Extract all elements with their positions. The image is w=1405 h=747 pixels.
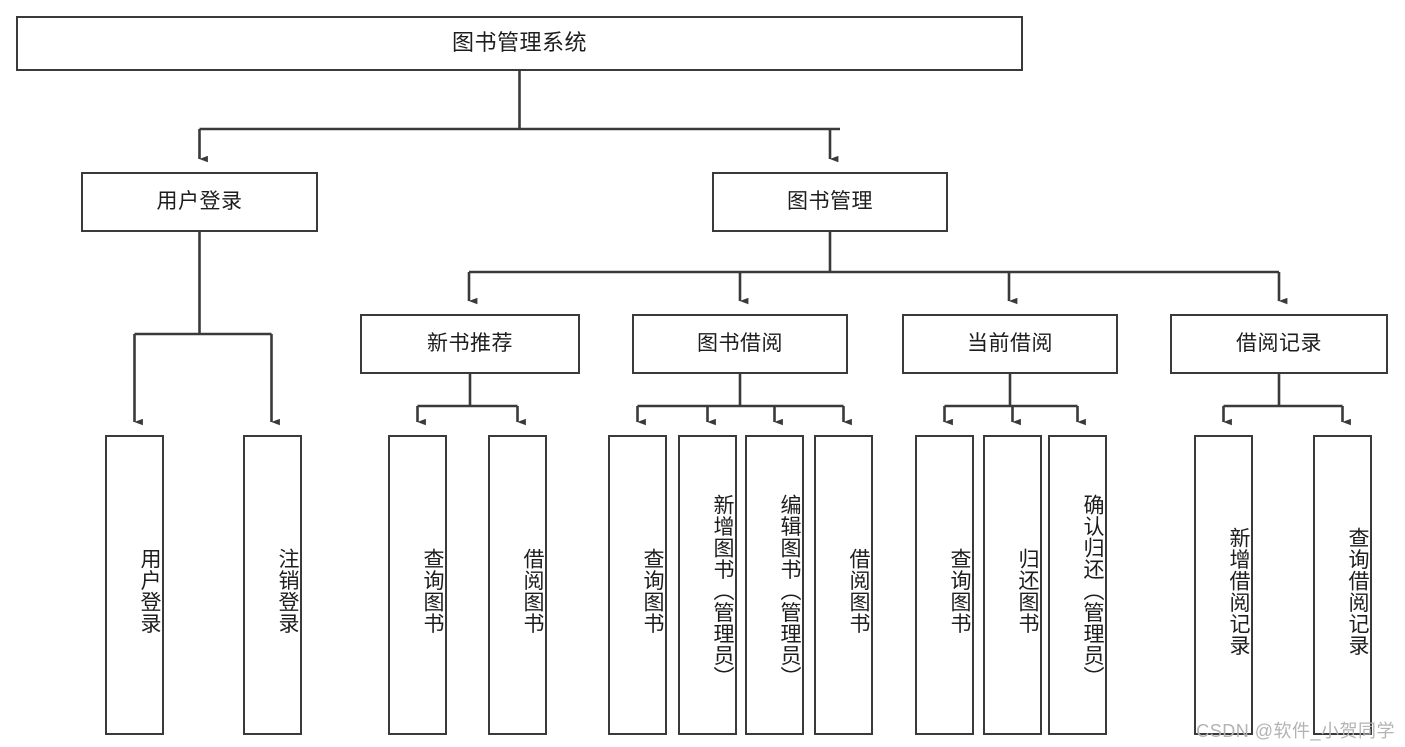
node-leaf-query-book-3[interactable]: 查询图书 xyxy=(915,435,974,735)
node-label: 新书推荐 xyxy=(427,332,513,356)
node-book-borrow[interactable]: 图书借阅 xyxy=(632,314,848,374)
node-label: 确认归还（管理员） xyxy=(1081,494,1104,688)
node-leaf-query-book-1[interactable]: 查询图书 xyxy=(388,435,447,735)
node-current-borrow[interactable]: 当前借阅 xyxy=(902,314,1118,374)
node-leaf-logout[interactable]: 注销登录 xyxy=(243,435,302,735)
node-leaf-borrow-book-1[interactable]: 借阅图书 xyxy=(488,435,547,735)
node-borrow-record[interactable]: 借阅记录 xyxy=(1170,314,1388,374)
node-label: 图书借阅 xyxy=(697,332,783,356)
node-label: 借阅图书 xyxy=(521,548,544,634)
node-user-login[interactable]: 用户登录 xyxy=(81,172,318,232)
node-leaf-query-record[interactable]: 查询借阅记录 xyxy=(1313,435,1372,735)
node-label: 归还图书 xyxy=(1016,548,1039,634)
node-label: 新增借阅记录 xyxy=(1227,526,1250,656)
node-leaf-add-book[interactable]: 新增图书（管理员） xyxy=(678,435,737,735)
node-label: 图书管理 xyxy=(787,190,873,214)
node-leaf-edit-book[interactable]: 编辑图书（管理员） xyxy=(745,435,804,735)
node-label: 图书管理系统 xyxy=(451,30,587,56)
node-book-manage[interactable]: 图书管理 xyxy=(712,172,948,232)
node-leaf-user-login[interactable]: 用户登录 xyxy=(105,435,164,735)
node-label: 用户登录 xyxy=(138,548,161,634)
watermark-text: CSDN @软件_小贺同学 xyxy=(1196,721,1395,741)
node-label: 借阅图书 xyxy=(847,548,870,634)
node-label: 查询图书 xyxy=(641,548,664,634)
node-label: 查询图书 xyxy=(948,548,971,634)
node-leaf-query-book-2[interactable]: 查询图书 xyxy=(608,435,667,735)
node-leaf-confirm-return[interactable]: 确认归还（管理员） xyxy=(1048,435,1107,735)
node-label: 用户登录 xyxy=(156,190,243,214)
node-label: 新增图书（管理员） xyxy=(711,494,734,688)
node-label: 查询借阅记录 xyxy=(1346,526,1369,656)
node-label: 当前借阅 xyxy=(967,332,1053,356)
node-label: 借阅记录 xyxy=(1236,332,1322,356)
node-root-system[interactable]: 图书管理系统 xyxy=(16,16,1023,71)
node-label: 注销登录 xyxy=(276,548,299,634)
node-label: 查询图书 xyxy=(421,548,444,634)
node-label: 编辑图书（管理员） xyxy=(778,494,801,688)
node-new-book-rec[interactable]: 新书推荐 xyxy=(360,314,580,374)
node-leaf-add-record[interactable]: 新增借阅记录 xyxy=(1194,435,1253,735)
node-leaf-borrow-book-2[interactable]: 借阅图书 xyxy=(814,435,873,735)
node-leaf-return-book[interactable]: 归还图书 xyxy=(983,435,1042,735)
